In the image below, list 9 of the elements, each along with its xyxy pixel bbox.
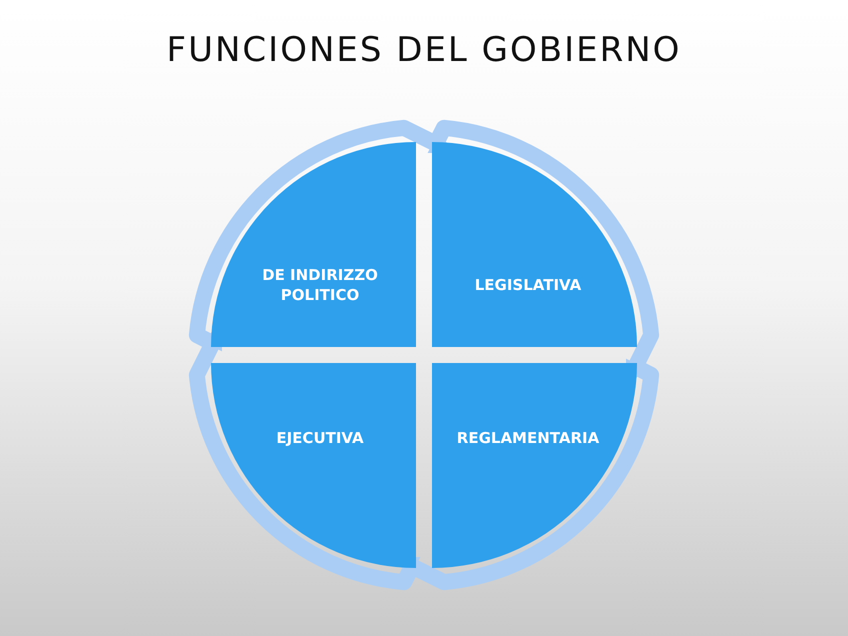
- pie-segment: [432, 363, 637, 568]
- pie-segment: [211, 363, 416, 568]
- pie-segment: [211, 142, 416, 347]
- segment-label: EJECUTIVA: [275, 428, 365, 448]
- title: FUNCIONES DEL GOBIERNO: [166, 30, 682, 70]
- segment-label: LEGISLATIVA: [474, 275, 582, 295]
- segment-label: DE INDIRIZZO POLITICO: [261, 265, 379, 305]
- segment-label: REGLAMENTARIA: [456, 428, 600, 448]
- pie-segment: [432, 142, 637, 347]
